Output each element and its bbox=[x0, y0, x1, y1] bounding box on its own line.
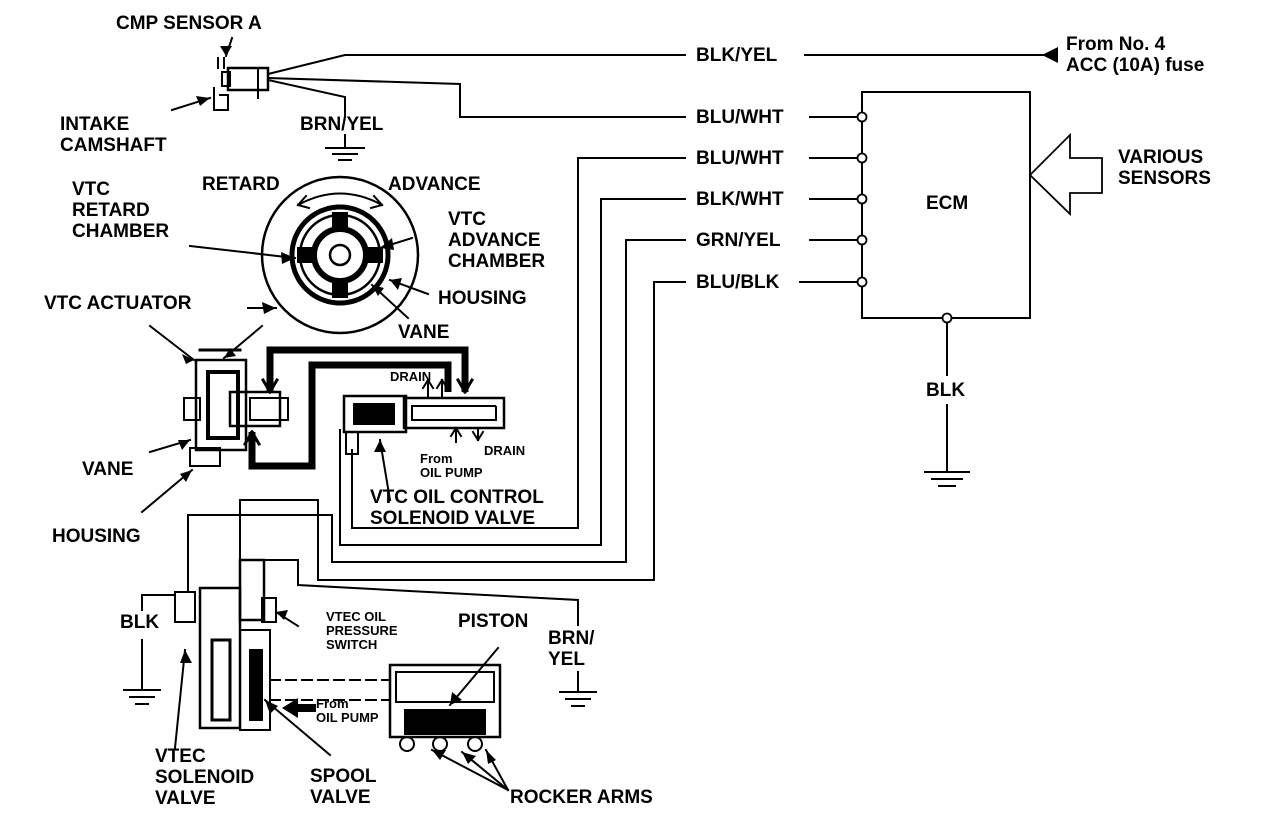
label-rocker-arms: ROCKER ARMS bbox=[510, 787, 653, 808]
label-vtc-oil-control-solenoid: VTC OIL CONTROL SOLENOID VALVE bbox=[370, 487, 544, 529]
label-vtc-advance-chamber: VTC ADVANCE CHAMBER bbox=[448, 209, 546, 272]
wire-label-1: BLK/YEL bbox=[696, 45, 778, 66]
label-from-fuse: From No. 4 ACC (10A) fuse bbox=[1066, 34, 1205, 76]
wire-label-3: BLU/WHT bbox=[696, 148, 784, 169]
label-various-sensors: VARIOUS SENSORS bbox=[1118, 147, 1211, 189]
label-vane-left: VANE bbox=[82, 459, 134, 480]
label-brn-yel-top: BRN/YEL bbox=[300, 114, 384, 135]
label-vtc-retard-chamber: VTC RETARD CHAMBER bbox=[72, 179, 170, 242]
label-vtc-actuator: VTC ACTUATOR bbox=[44, 293, 192, 314]
label-vane-top: VANE bbox=[398, 322, 450, 343]
label-intake-camshaft: INTAKE CAMSHAFT bbox=[60, 114, 167, 156]
label-drain-right: DRAIN bbox=[484, 443, 526, 458]
wire-label-4: BLK/WHT bbox=[696, 189, 784, 210]
wire-label-5: GRN/YEL bbox=[696, 230, 781, 251]
label-advance: ADVANCE bbox=[388, 174, 481, 195]
wire-label-2: BLU/WHT bbox=[696, 107, 784, 128]
various-sensors-arrow bbox=[1028, 132, 1103, 217]
wire-label-6: BLU/BLK bbox=[696, 272, 780, 293]
label-piston: PISTON bbox=[458, 611, 529, 632]
label-brn-yel-bottom: BRN/ YEL bbox=[548, 628, 595, 670]
label-blk-left: BLK bbox=[120, 612, 160, 633]
label-blk-ecm: BLK bbox=[926, 380, 966, 401]
label-housing-left: HOUSING bbox=[52, 526, 141, 547]
label-retard: RETARD bbox=[202, 174, 280, 195]
label-vtec-solenoid-valve: VTEC SOLENOID VALVE bbox=[155, 746, 255, 809]
label-from-oil-pump-bottom: From OIL PUMP bbox=[316, 696, 379, 725]
label-drain-top: DRAIN bbox=[390, 369, 432, 384]
label-cmp-sensor-a: CMP SENSOR A bbox=[116, 13, 262, 34]
label-housing-top: HOUSING bbox=[438, 288, 527, 309]
label-vtec-oil-pressure-switch: VTEC OIL PRESSURE SWITCH bbox=[326, 609, 398, 652]
label-from-oil-pump-top: From OIL PUMP bbox=[420, 451, 483, 480]
fuse-arrowhead bbox=[1042, 47, 1058, 63]
label-spool-valve: SPOOL VALVE bbox=[310, 766, 377, 808]
label-ecm: ECM bbox=[926, 193, 969, 214]
